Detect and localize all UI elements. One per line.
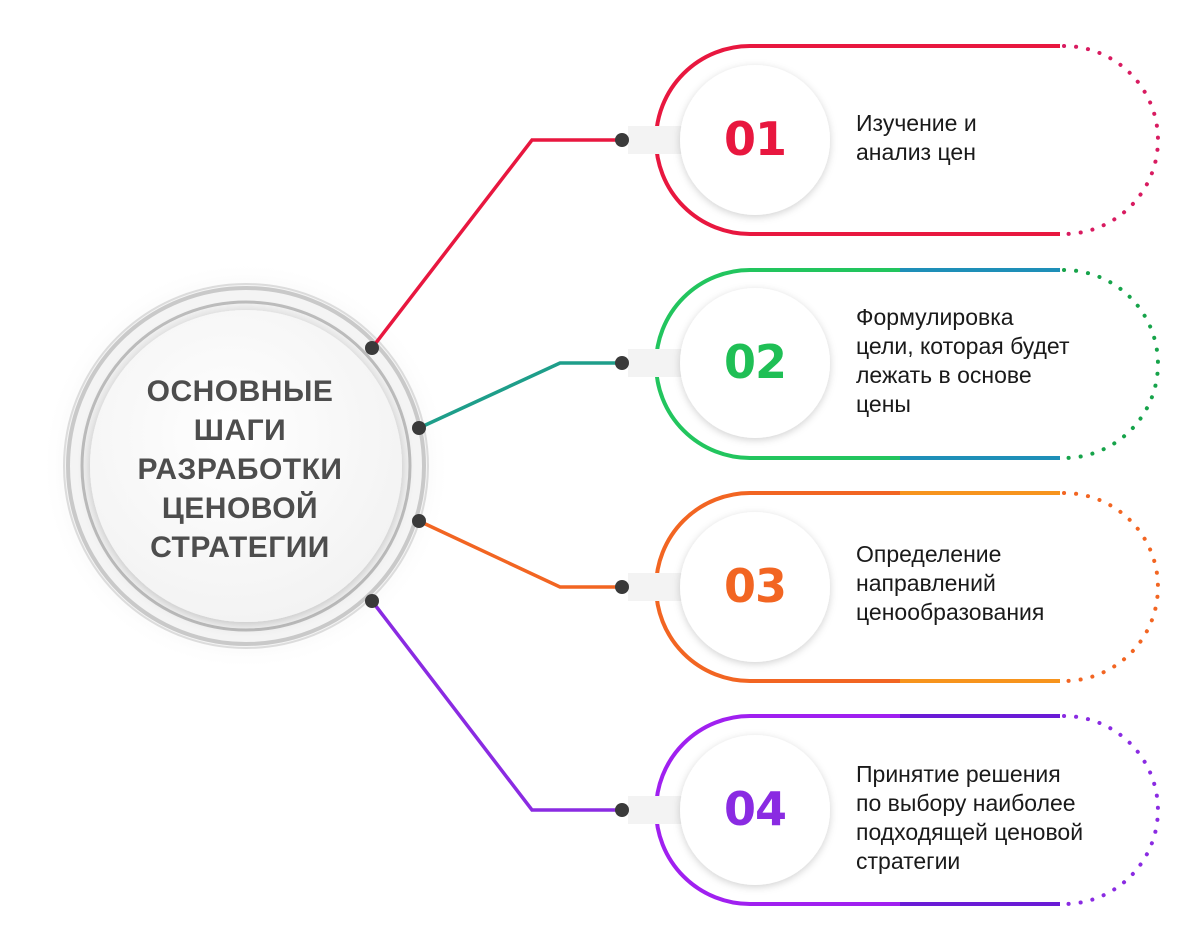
step-1-group <box>365 44 1160 355</box>
step-2-text-line: цели, которая будет <box>856 333 1070 359</box>
step-2-number: 02 <box>723 335 787 389</box>
step-4-text: Принятие решения по выбору наиболее подх… <box>856 760 1156 876</box>
step-1-center-dot <box>365 341 379 355</box>
center-title-line: ОСНОВНЫЕ <box>146 375 334 408</box>
step-4-text-line: по выбору наиболее <box>856 790 1076 816</box>
step-3-loop-dotted <box>1062 491 1160 683</box>
step-2-number-circle <box>680 288 830 438</box>
step-2-end-dot <box>615 356 629 370</box>
center-title-line: ЦЕНОВОЙ <box>161 492 319 525</box>
step-1-text-line: анализ цен <box>856 139 976 165</box>
step-4-text-line: стратегии <box>856 848 961 874</box>
step-2-center-dot <box>412 421 426 435</box>
step-2-text: Формулировка цели, которая будет лежать … <box>856 303 1156 419</box>
step-2-text-line: Формулировка <box>856 304 1014 330</box>
step-4-center-dot <box>365 594 379 608</box>
step-4-end-dot <box>615 803 629 817</box>
center-title-line: ШАГИ <box>193 414 287 447</box>
step-3-number-circle <box>680 512 830 662</box>
step-1-end-dot <box>615 133 629 147</box>
step-3-group <box>412 491 1160 683</box>
step-3-text-line: направлений <box>856 570 996 596</box>
center-title-line: СТРАТЕГИИ <box>150 531 330 564</box>
step-3-connector <box>418 519 622 589</box>
step-3-center-dot <box>412 514 426 528</box>
step-3-text-line: Определение <box>856 541 1002 567</box>
step-3-end-dot <box>615 580 629 594</box>
step-4-loop-dotted <box>1062 714 1160 906</box>
step-1-number-circle <box>680 65 830 215</box>
center-title: ОСНОВНЫЕ ШАГИ РАЗРАБОТКИ ЦЕНОВОЙ СТРАТЕГ… <box>95 372 385 567</box>
step-1-text-line: Изучение и <box>856 110 977 136</box>
step-4-number-circle <box>680 735 830 885</box>
step-4-text-line: подходящей ценовой <box>856 819 1084 845</box>
step-2-text-line: цены <box>856 391 911 417</box>
step-1-text: Изучение и анализ цен <box>856 109 1156 167</box>
step-4-number: 04 <box>723 782 787 836</box>
center-circle <box>41 261 451 671</box>
step-2-connector <box>418 361 622 430</box>
step-4-connector <box>370 599 622 812</box>
step-1-connector <box>370 138 622 350</box>
step-3-text-line: ценообразования <box>856 599 1045 625</box>
step-4-text-line: Принятие решения <box>856 761 1061 787</box>
step-3-number: 03 <box>723 559 787 613</box>
step-4-group <box>365 594 1160 906</box>
step-2-group <box>412 268 1160 460</box>
step-2-text-line: лежать в основе <box>856 362 1032 388</box>
step-1-number: 01 <box>723 112 787 166</box>
center-title-line: РАЗРАБОТКИ <box>137 453 343 486</box>
step-3-text: Определение направлений ценообразования <box>856 540 1156 627</box>
